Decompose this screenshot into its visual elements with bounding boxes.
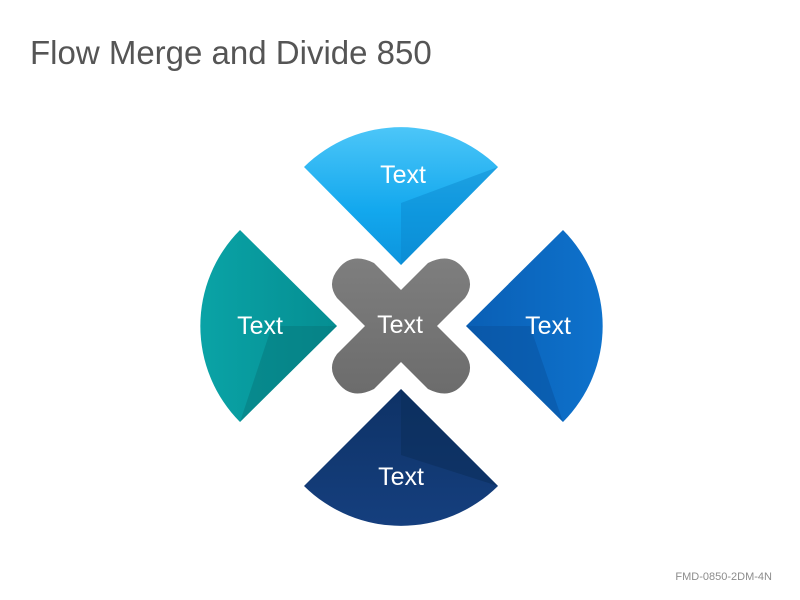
petal-bottom-shape — [304, 389, 498, 526]
petal-left-shape — [200, 230, 337, 422]
petal-top-shade — [401, 167, 498, 265]
petal-left-shade — [240, 326, 337, 422]
footer-code: FMD-0850-2DM-4N — [675, 571, 772, 583]
center-cross: Text — [331, 258, 471, 394]
petal-right: Text — [466, 230, 603, 422]
petal-left: Text — [200, 230, 337, 422]
center-cross-shape — [331, 258, 471, 394]
petal-bottom: Text — [304, 389, 498, 526]
petal-left-label: Text — [237, 312, 283, 340]
petal-right-label: Text — [525, 312, 571, 340]
petal-top-label: Text — [380, 161, 426, 189]
petal-right-shade — [466, 326, 563, 422]
petal-right-shape — [466, 230, 603, 422]
center-label: Text — [377, 311, 423, 339]
petal-bottom-shade — [401, 389, 498, 486]
petal-top: Text — [304, 127, 498, 266]
petal-bottom-label: Text — [378, 463, 424, 491]
slide-title: Flow Merge and Divide 850 — [30, 34, 432, 71]
petal-top-shape — [304, 127, 498, 266]
